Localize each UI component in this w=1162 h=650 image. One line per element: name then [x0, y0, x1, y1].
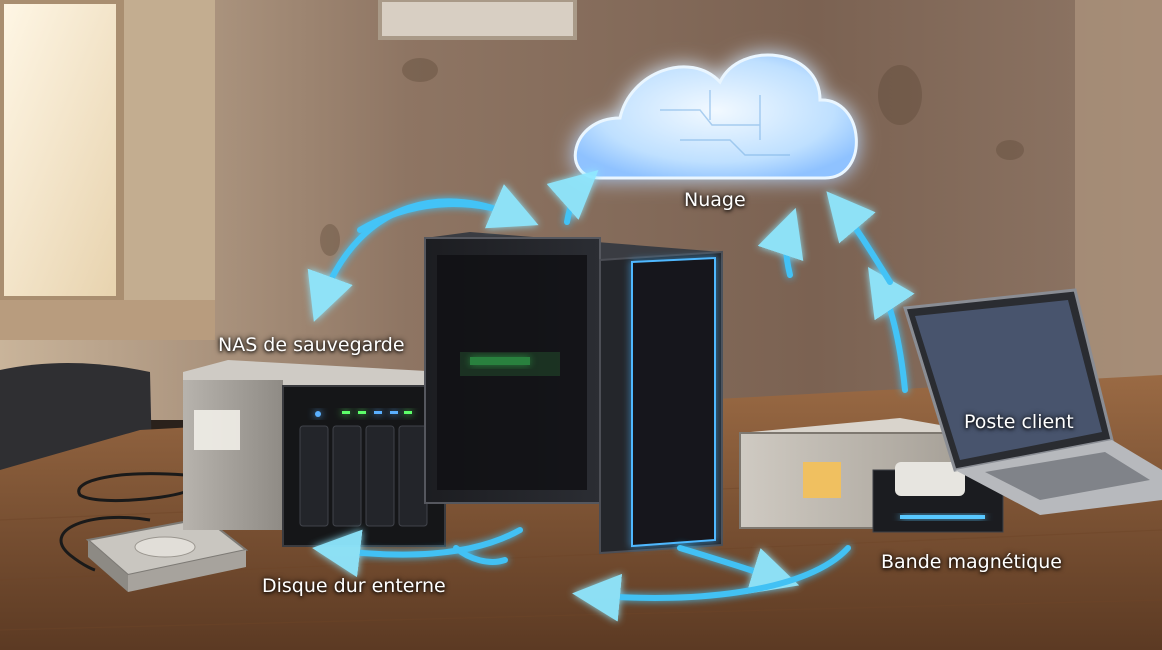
- nas-label: NAS de sauvegarde: [218, 334, 405, 356]
- external-disk-label: Disque dur enterne: [262, 575, 446, 597]
- tape-label: Bande magnétique: [881, 551, 1062, 573]
- cloud-icon: [573, 53, 858, 180]
- cloud-label: Nuage: [684, 189, 746, 211]
- client-label: Poste client: [964, 411, 1074, 433]
